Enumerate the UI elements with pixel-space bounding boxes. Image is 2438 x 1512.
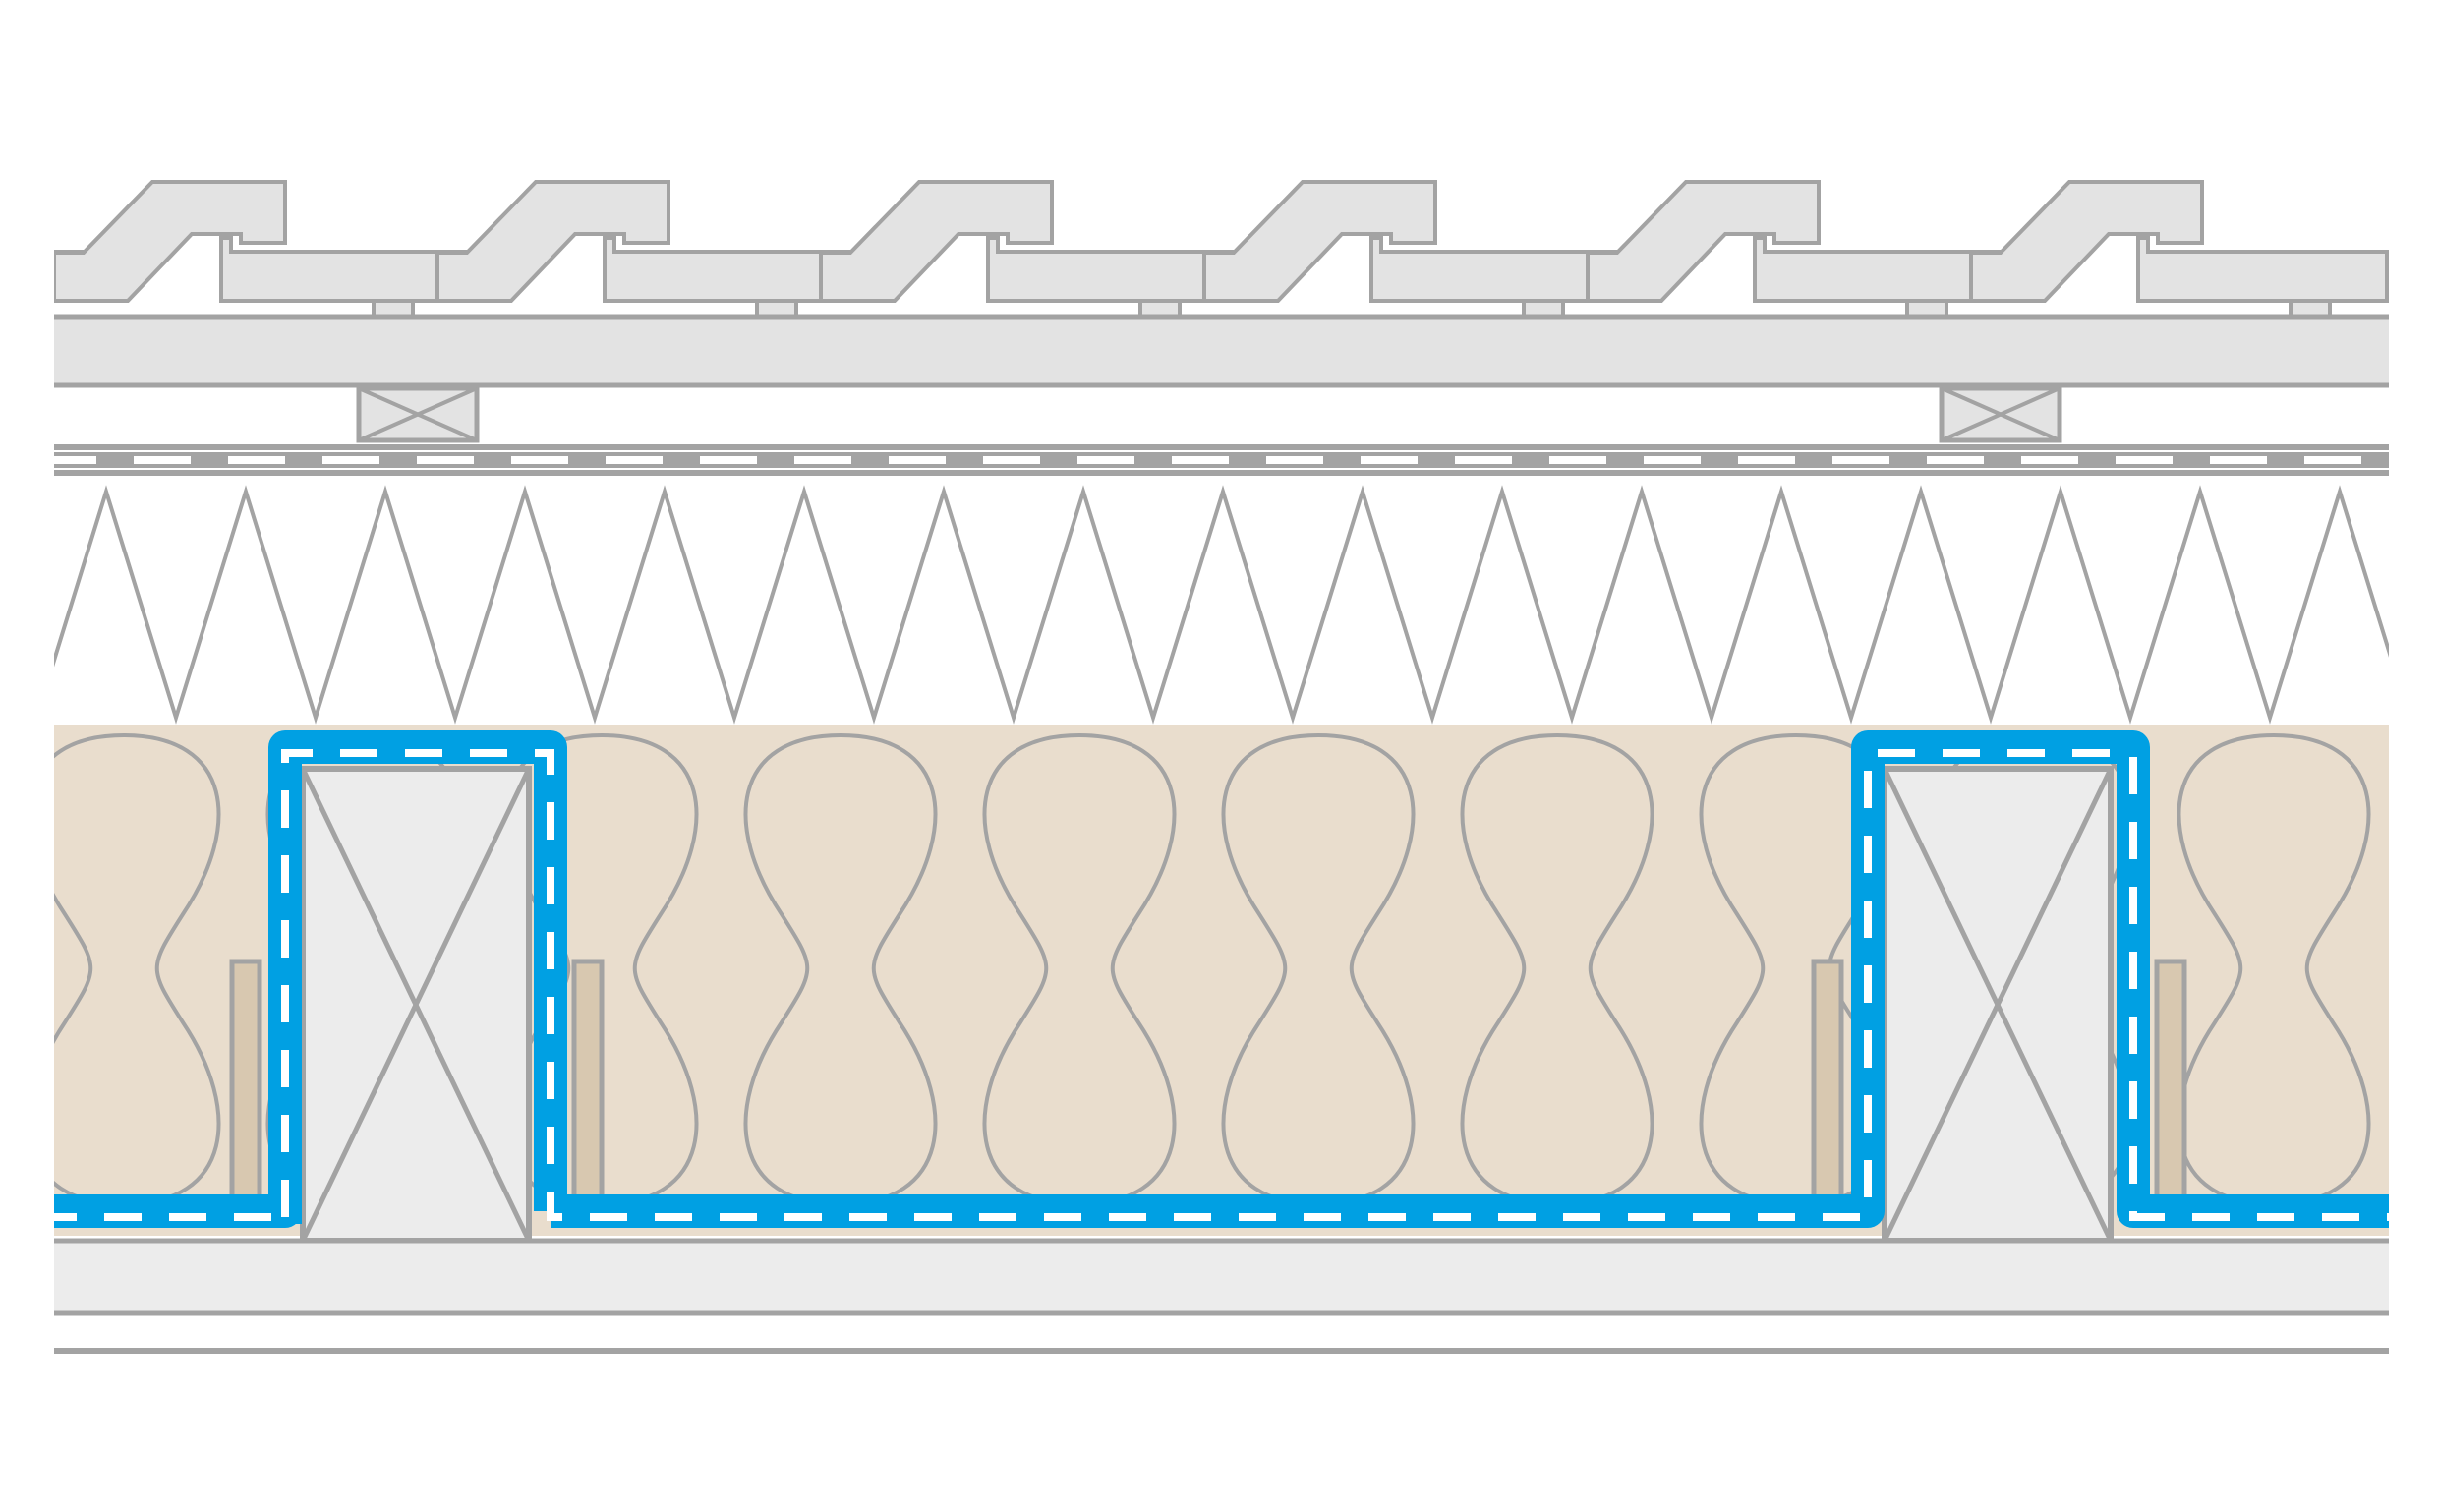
roof-decking-board: [54, 314, 2389, 388]
roof-tile: [819, 180, 1054, 303]
roof-tile-body: [219, 236, 472, 317]
counter-batten-cross: [358, 386, 478, 442]
counter-battens: [356, 385, 2062, 443]
roof-tile: [1969, 180, 2204, 303]
roof-tile: [54, 180, 287, 303]
side-batten: [571, 959, 605, 1204]
counter-batten-cross: [1941, 386, 2061, 442]
side-batten: [229, 959, 262, 1204]
tile-batten: [0, 301, 29, 317]
rafter-cross: [300, 767, 532, 1243]
roof-tile: [435, 180, 670, 303]
roof-tile-body: [603, 236, 855, 317]
vapour-control-membrane-dashes: [54, 749, 2389, 1221]
side-battens: [229, 959, 2187, 1204]
roof-tile-body: [986, 236, 1239, 317]
side-batten: [2154, 959, 2187, 1204]
roof-tile: [1202, 180, 1437, 303]
roof-underlay-membrane: [54, 444, 2389, 476]
insulation-lobe: [2418, 735, 2438, 1204]
wood-fibre-insulation-zigzag: [54, 485, 2389, 725]
roof-tile-body: [2136, 236, 2389, 317]
roof-tile: [1586, 180, 1821, 303]
roof-tiles: [0, 180, 2389, 319]
side-batten: [1811, 959, 1844, 1204]
rafter: [300, 766, 532, 1244]
rafter-cross: [1882, 767, 2114, 1243]
rafters: [300, 766, 2114, 1244]
rafter: [1882, 766, 2114, 1244]
counter-batten: [356, 385, 480, 443]
roof-tile-body: [1369, 236, 1622, 317]
roof-tile-body: [1753, 236, 2005, 317]
counter-batten: [1939, 385, 2062, 443]
interior-lining-board: [54, 1238, 2389, 1316]
